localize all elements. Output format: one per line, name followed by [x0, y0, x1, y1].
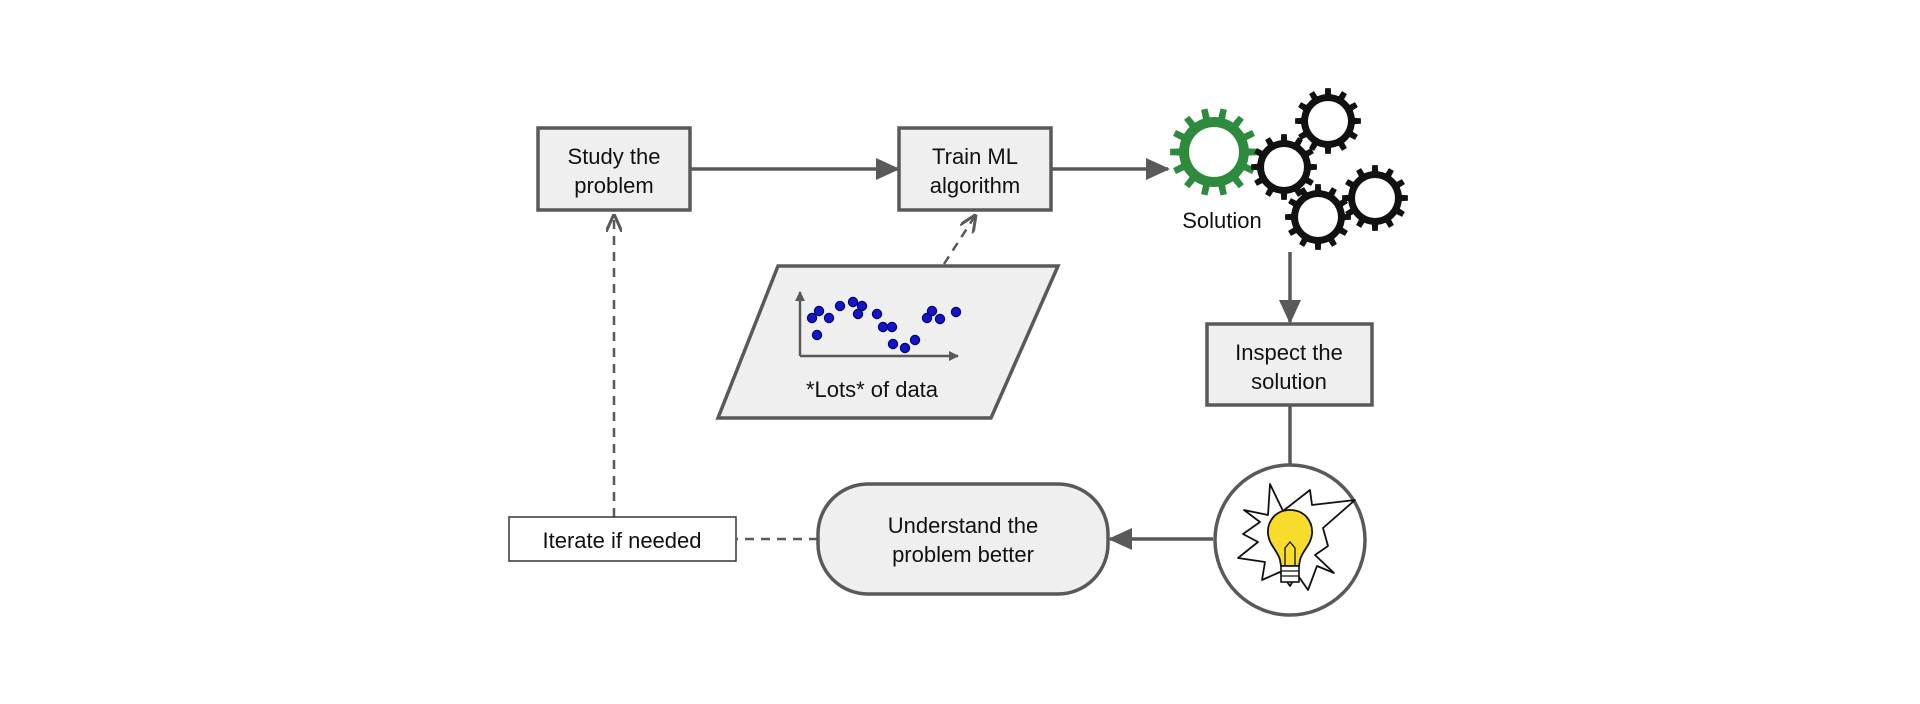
- node-lots-of-data: *Lots* of data: [715, 264, 1061, 420]
- node-iterate-if-needed: Iterate if needed: [508, 516, 737, 562]
- gear-hole: [1264, 147, 1304, 187]
- node-iterate-label: Iterate if needed: [542, 528, 701, 553]
- node-inspect-box: [1205, 322, 1374, 407]
- gear-hole: [1298, 197, 1338, 237]
- gear-hole: [1308, 101, 1348, 141]
- node-train-box: [897, 126, 1053, 212]
- scatter-plot-icon: [795, 291, 962, 361]
- gear-hole: [1355, 178, 1395, 218]
- gears-icon: [1170, 88, 1408, 250]
- scatter-dot: [823, 312, 835, 324]
- scatter-dot: [856, 300, 868, 312]
- node-study-label-line1: Study the: [568, 144, 661, 169]
- node-understand-the-problem-better: Understand the problem better: [816, 482, 1110, 596]
- node-train-label-line1: Train ML: [932, 144, 1018, 169]
- node-insight-lightbulb: [1213, 463, 1367, 617]
- gear-green-icon: [1170, 108, 1258, 196]
- scatter-dot: [887, 338, 899, 350]
- node-train-ml-algorithm: Train ML algorithm: [897, 126, 1053, 212]
- gear-hole: [1189, 127, 1239, 177]
- scatter-dot: [852, 308, 864, 320]
- node-train-label-line2: algorithm: [930, 173, 1020, 198]
- node-iterate-box: [508, 516, 737, 562]
- node-data-label: *Lots* of data: [806, 377, 939, 402]
- scatter-dot: [847, 296, 859, 308]
- lightbulb-filament: [1284, 540, 1296, 566]
- scatter-dots: [806, 296, 962, 354]
- node-inspect-the-solution: Inspect the solution: [1205, 322, 1374, 407]
- node-study-label-line2: problem: [574, 173, 653, 198]
- scatter-dot: [921, 312, 933, 324]
- scatter-dot: [834, 300, 846, 312]
- node-solution: Solution: [1170, 88, 1408, 250]
- gear-black-icon: [1251, 134, 1317, 200]
- node-study-the-problem: Study the problem: [536, 126, 692, 212]
- node-understand-pill: [816, 482, 1110, 596]
- scatter-dot: [909, 334, 921, 346]
- node-data-parallelogram: [715, 264, 1061, 420]
- node-understand-label-line2: problem better: [892, 542, 1034, 567]
- scatter-dot: [899, 342, 911, 354]
- lightbulb-icon: [1237, 483, 1356, 591]
- node-study-box: [536, 126, 692, 212]
- scatter-dot: [811, 329, 823, 341]
- scatter-dot: [813, 305, 825, 317]
- node-understand-label-line1: Understand the: [888, 513, 1038, 538]
- scatter-dot: [877, 321, 889, 333]
- node-inspect-label-line2: solution: [1251, 369, 1327, 394]
- lightbulb-base: [1280, 565, 1300, 583]
- node-solution-label: Solution: [1182, 208, 1262, 233]
- node-inspect-label-line1: Inspect the: [1235, 340, 1343, 365]
- scatter-dot: [886, 321, 898, 333]
- scatter-dot: [950, 306, 962, 318]
- scatter-dot: [926, 305, 938, 317]
- gear-black-icon: [1342, 165, 1408, 231]
- scatter-dot: [871, 308, 883, 320]
- gear-black-icon: [1285, 184, 1351, 250]
- arrow-data-to-train: [942, 216, 975, 265]
- gear-black-icon: [1295, 88, 1361, 154]
- scatter-dot: [806, 312, 818, 324]
- scatter-dot: [934, 313, 946, 325]
